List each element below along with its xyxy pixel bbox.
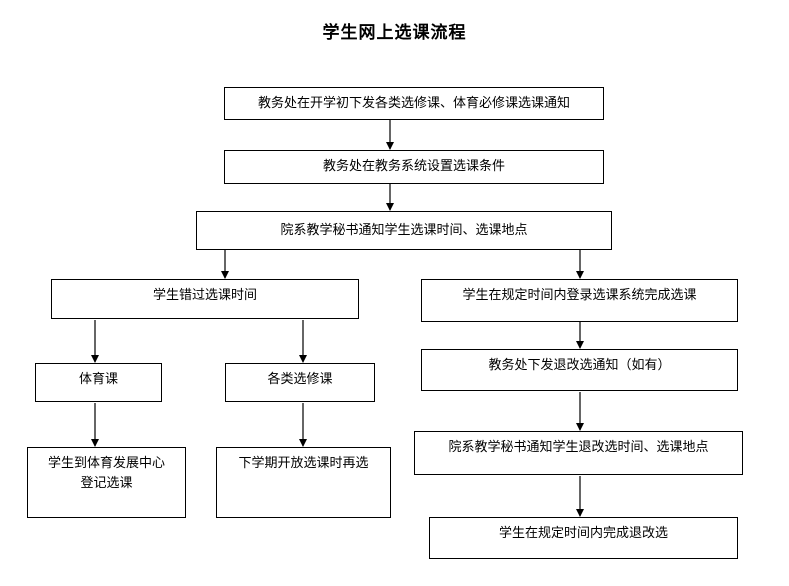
step-complete-change-label: 学生在规定时间内完成退改选 xyxy=(498,526,668,541)
step-change-notice-box: 教务处下发退改选通知（如有） xyxy=(421,349,738,391)
step-secretary-notify-box: 院系教学秘书通知学生选课时间、选课地点 xyxy=(196,211,612,250)
step-pe-register-label: 学生到体育发展中心 登记选课 xyxy=(47,456,165,491)
step-pe-register-box: 学生到体育发展中心 登记选课 xyxy=(27,447,186,518)
step-complete-selection-box: 学生在规定时间内登录选课系统完成选课 xyxy=(421,279,738,322)
step-next-term-box: 下学期开放选课时再选 xyxy=(216,447,391,518)
step-missed-time-box: 学生错过选课时间 xyxy=(51,279,359,319)
step-secretary-notify-label: 院系教学秘书通知学生选课时间、选课地点 xyxy=(280,222,528,238)
step-complete-selection-label: 学生在规定时间内登录选课系统完成选课 xyxy=(462,288,697,303)
step-system-setup-label: 教务处在教务系统设置选课条件 xyxy=(322,159,505,174)
step-electives-label: 各类选修课 xyxy=(267,372,333,387)
step-pe-course-box: 体育课 xyxy=(35,363,162,402)
step-change-secretary-label: 院系教学秘书通知学生退改选时间、选课地点 xyxy=(448,440,709,455)
step-pe-course-label: 体育课 xyxy=(78,372,118,387)
step-complete-change-box: 学生在规定时间内完成退改选 xyxy=(429,517,738,559)
step-notice-box: 教务处在开学初下发各类选修课、体育必修课选课通知 xyxy=(224,87,604,120)
step-system-setup-box: 教务处在教务系统设置选课条件 xyxy=(224,150,604,184)
step-electives-box: 各类选修课 xyxy=(225,363,375,402)
step-notice-label: 教务处在开学初下发各类选修课、体育必修课选课通知 xyxy=(257,95,570,111)
step-change-secretary-box: 院系教学秘书通知学生退改选时间、选课地点 xyxy=(414,431,743,475)
step-missed-time-label: 学生错过选课时间 xyxy=(152,288,257,303)
step-change-notice-label: 教务处下发退改选通知（如有） xyxy=(488,358,671,373)
diagram-title: 学生网上选课流程 xyxy=(322,23,467,43)
step-next-term-label: 下学期开放选课时再选 xyxy=(238,456,369,471)
